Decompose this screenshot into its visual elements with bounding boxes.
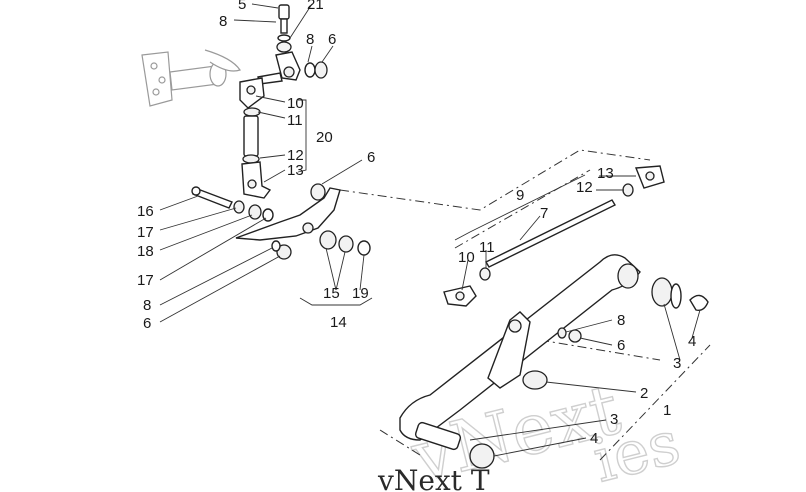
leader-lines: [159, 3, 701, 457]
callout-8: 8: [143, 297, 151, 314]
callout-6: 6: [617, 337, 625, 354]
gear-lever-assembly-14: [191, 183, 371, 260]
assembly-boundary-lines: [339, 149, 711, 461]
callout-14: 14: [330, 314, 347, 331]
callout-2: 2: [640, 385, 648, 402]
gearbox-shaft-ghost: [141, 49, 241, 107]
callout-8: 8: [617, 312, 625, 329]
callout-11: 11: [479, 239, 495, 256]
upper-lever-assembly: [257, 4, 328, 85]
callout-6: 6: [143, 315, 151, 332]
callout-1: 1: [663, 402, 671, 419]
callout-4: 4: [688, 333, 696, 350]
callout-16: 16: [137, 203, 154, 220]
callout-13: 13: [287, 162, 304, 179]
callout-6: 6: [328, 31, 336, 48]
callout-17: 17: [137, 272, 154, 289]
linkage-rod-20: [239, 77, 272, 199]
callout-11: 11: [287, 112, 303, 129]
callout-15: 15: [323, 285, 340, 302]
callout-20: 20: [316, 129, 333, 146]
callout-7: 7: [540, 205, 548, 222]
callout-18: 18: [137, 243, 154, 260]
callout-labels: 5 21 8 8 6 10 11 20 12 13 6 16 17 18 17 …: [137, 0, 696, 447]
callout-12: 12: [576, 179, 593, 196]
callout-19: 19: [352, 285, 369, 302]
callout-13: 13: [597, 165, 614, 182]
gear-pedal-1: [399, 254, 709, 469]
callout-6: 6: [367, 149, 375, 166]
callout-3: 3: [610, 411, 618, 428]
callout-12: 12: [287, 147, 304, 164]
callout-5: 5: [238, 0, 246, 13]
callout-8: 8: [306, 31, 314, 48]
callout-3: 3: [673, 355, 681, 372]
callout-9: 9: [516, 187, 524, 204]
callout-17: 17: [137, 224, 154, 241]
tie-rod-7: [443, 165, 665, 307]
callout-8: 8: [219, 13, 227, 30]
callout-10: 10: [458, 249, 475, 266]
watermark-text: vNext T: [377, 464, 490, 492]
callout-4: 4: [590, 430, 598, 447]
callout-10: 10: [287, 95, 304, 112]
callout-21: 21: [307, 0, 324, 13]
